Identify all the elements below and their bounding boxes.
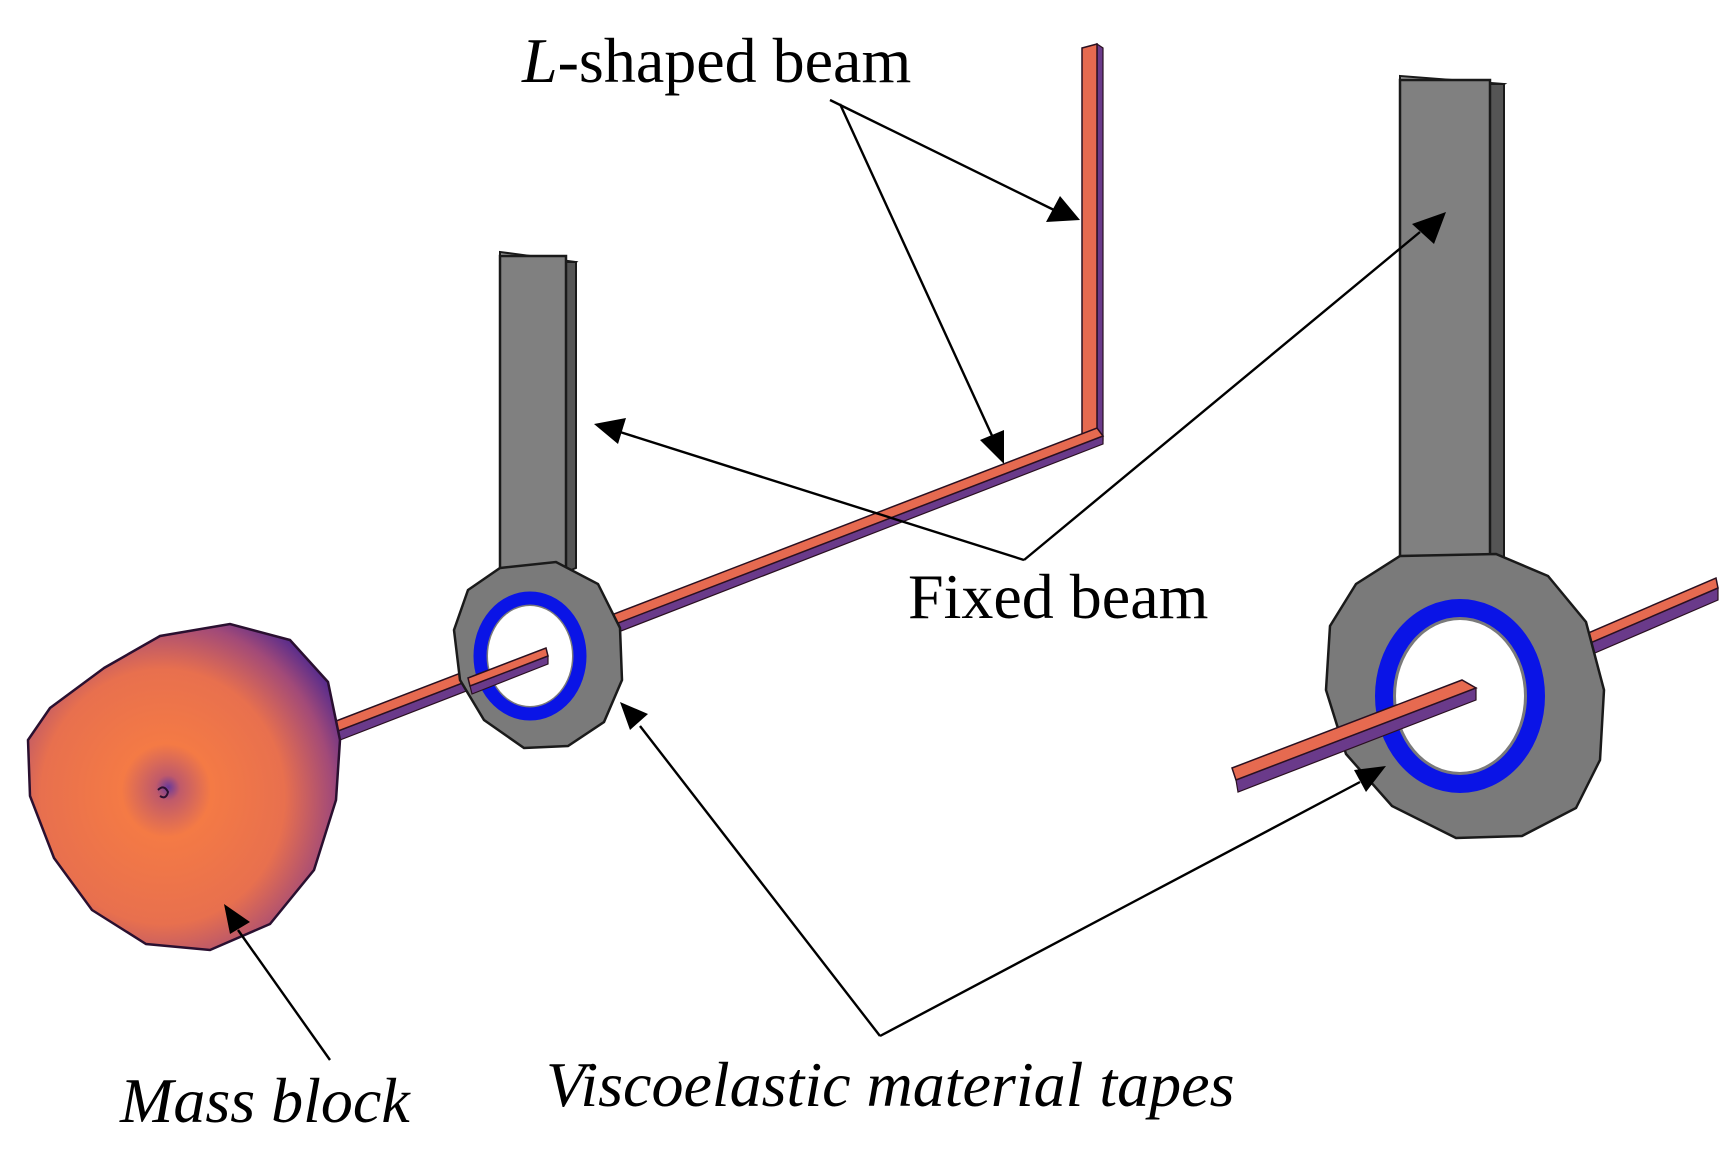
viscoelastic-tape-right — [1375, 599, 1545, 793]
label-viscoelastic-tapes: Viscoelastic material tapes — [546, 1049, 1234, 1120]
label-mass-block: Mass block — [119, 1065, 411, 1136]
fixed-beam-right — [1398, 74, 1508, 566]
viscoelastic-tape-left — [473, 591, 587, 721]
label-l-italic: L — [521, 25, 558, 96]
collar-left — [452, 560, 624, 750]
l-shaped-beam-left — [317, 42, 1105, 748]
mass-block — [26, 622, 342, 952]
label-l-shaped-beam: L-shaped beam — [521, 25, 911, 96]
label-l-rest: -shaped beam — [558, 25, 912, 96]
beam-right-front — [1231, 679, 1478, 793]
fixed-beam-left — [498, 250, 579, 576]
label-fixed-beam: Fixed beam — [908, 561, 1208, 632]
leader-lines — [224, 98, 1446, 1061]
